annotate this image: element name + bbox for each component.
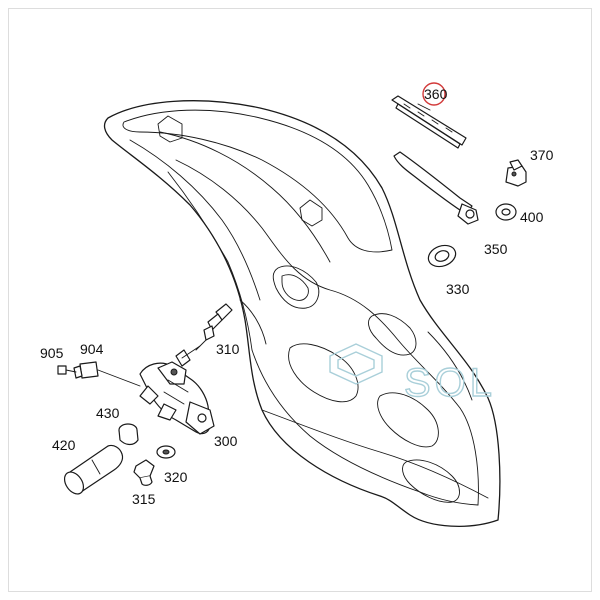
leader-lines <box>181 103 431 359</box>
grommet-430 <box>118 423 139 446</box>
grommet-330 <box>427 244 457 268</box>
watermark: SOL <box>329 343 496 406</box>
highlight-circle <box>422 82 446 106</box>
wiper-blade-360 <box>391 95 467 149</box>
label-330: 330 <box>446 281 470 297</box>
label-904: 904 <box>80 341 104 357</box>
label-315: 315 <box>132 491 156 507</box>
tailgate <box>103 100 501 527</box>
label-430: 430 <box>96 405 120 421</box>
label-400: 400 <box>520 209 544 225</box>
label-905: 905 <box>40 345 64 361</box>
watermark-text: SOL <box>404 361 496 405</box>
washer-320 <box>156 445 176 459</box>
spindle-310 <box>195 303 233 351</box>
pin-905 <box>57 365 77 375</box>
label-310: 310 <box>216 341 240 357</box>
image-frame <box>8 8 592 592</box>
clip-370 <box>505 159 527 187</box>
label-350: 350 <box>484 241 508 257</box>
bolt-315 <box>133 459 155 486</box>
part-labels: 360 370 400 350 330 310 905 904 430 420 … <box>40 86 554 507</box>
wiper-arm-350 <box>393 151 479 225</box>
label-320: 320 <box>164 469 188 485</box>
nut-400 <box>495 203 517 221</box>
connector-904 <box>73 361 141 387</box>
label-370: 370 <box>530 147 554 163</box>
wiper-motor-300 <box>139 349 215 435</box>
label-420: 420 <box>52 437 76 453</box>
label-300: 300 <box>214 433 238 449</box>
label-360: 360 <box>424 86 448 102</box>
sleeve-420 <box>63 444 124 495</box>
